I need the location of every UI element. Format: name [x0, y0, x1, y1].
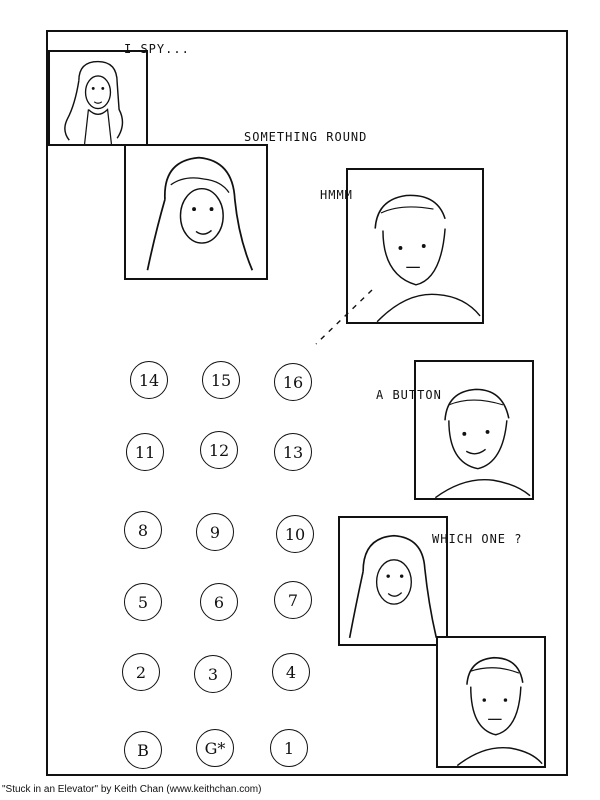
elevator-button-14[interactable]: 14 — [130, 361, 168, 399]
man-portrait-considering — [456, 656, 543, 766]
elevator-button-16[interactable]: 16 — [274, 363, 312, 401]
elevator-button-g[interactable]: G* — [196, 729, 234, 767]
panel-woman-large — [124, 144, 268, 280]
man-portrait-thinking — [374, 194, 481, 322]
elevator-button-13[interactable]: 13 — [274, 433, 312, 471]
panel-woman-small — [48, 50, 148, 146]
woman-portrait-small — [64, 60, 124, 144]
elevator-button-5[interactable]: 5 — [124, 583, 162, 621]
caption-hmmm: HMMM — [320, 188, 353, 202]
elevator-button-12[interactable]: 12 — [200, 431, 238, 469]
elevator-button-9[interactable]: 9 — [196, 513, 234, 551]
caption-a-button: A BUTTON — [376, 388, 442, 402]
elevator-button-6[interactable]: 6 — [200, 583, 238, 621]
caption-something-round: SOMETHING ROUND — [244, 130, 368, 144]
elevator-button-15[interactable]: 15 — [202, 361, 240, 399]
panel-woman-asking — [338, 516, 448, 646]
elevator-button-8[interactable]: 8 — [124, 511, 162, 549]
elevator-button-3[interactable]: 3 — [194, 655, 232, 693]
caption-which-one: WHICH ONE ? — [432, 532, 523, 546]
elevator-button-1[interactable]: 1 — [270, 729, 308, 767]
elevator-button-7[interactable]: 7 — [274, 581, 312, 619]
credit-line: "Stuck in an Elevator" by Keith Chan (ww… — [2, 784, 262, 795]
comic-page-frame — [46, 30, 568, 776]
panel-man-thinking — [346, 168, 484, 324]
woman-portrait-asking — [348, 534, 438, 639]
elevator-button-10[interactable]: 10 — [276, 515, 314, 553]
man-portrait-speaking — [434, 388, 531, 498]
elevator-button-b[interactable]: B — [124, 731, 162, 769]
panel-man-speaking — [414, 360, 534, 500]
panel-man-considering — [436, 636, 546, 768]
elevator-button-4[interactable]: 4 — [272, 653, 310, 691]
caption-i-spy: I SPY... — [124, 42, 190, 56]
elevator-button-11[interactable]: 11 — [126, 433, 164, 471]
elevator-button-2[interactable]: 2 — [122, 653, 160, 691]
woman-portrait-large — [146, 156, 254, 271]
